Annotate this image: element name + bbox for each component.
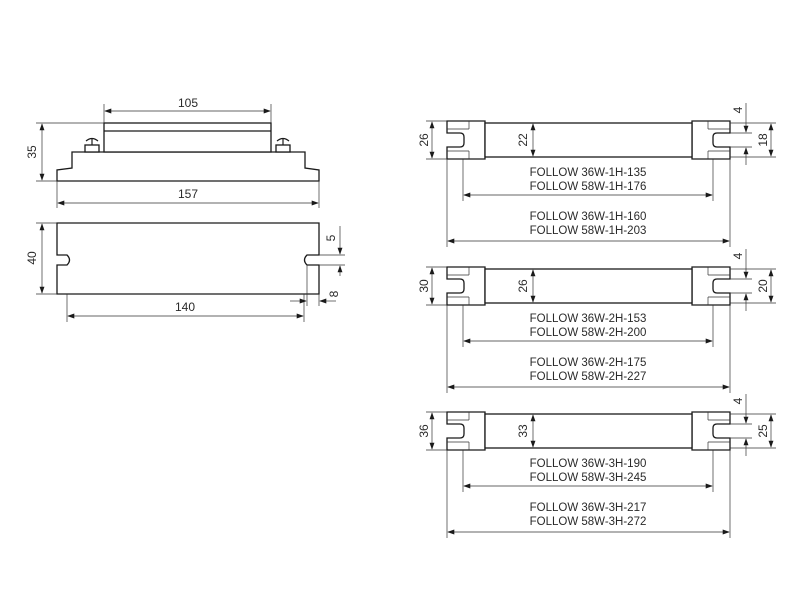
outer-length-58w: FOLLOW 58W-3H-272 bbox=[530, 516, 647, 528]
left-end-cap bbox=[446, 120, 486, 160]
profile-body bbox=[484, 268, 693, 304]
terminal-height: 18 bbox=[756, 133, 770, 147]
top-view: 40 5 140 8 bbox=[25, 222, 345, 322]
top-view-height: 40 bbox=[25, 251, 39, 265]
left-end-cap bbox=[446, 266, 486, 306]
side-view-base bbox=[56, 151, 320, 182]
profile-body bbox=[484, 122, 693, 158]
outer-length-58w: FOLLOW 58W-1H-203 bbox=[530, 225, 647, 237]
inner-length-58w: FOLLOW 58W-2H-200 bbox=[530, 327, 647, 339]
top-view-slot-gap: 5 bbox=[324, 234, 338, 241]
terminal-gap: 4 bbox=[731, 252, 745, 259]
inner-height: 26 bbox=[516, 279, 530, 293]
outer-height: 26 bbox=[417, 133, 431, 147]
outer-length-36w: FOLLOW 36W-1H-160 bbox=[530, 211, 647, 223]
outer-length-36w: FOLLOW 36W-2H-175 bbox=[530, 357, 647, 369]
inner-length-58w: FOLLOW 58W-3H-245 bbox=[530, 472, 647, 484]
right-end-cap bbox=[691, 120, 731, 160]
outer-length-58w: FOLLOW 58W-2H-227 bbox=[530, 371, 647, 383]
left-end-cap bbox=[446, 411, 486, 451]
right-end-cap bbox=[691, 266, 731, 306]
inner-height: 22 bbox=[516, 133, 530, 147]
profile-body bbox=[484, 413, 693, 449]
side-view-base-width: 157 bbox=[178, 187, 198, 201]
inner-length-36w: FOLLOW 36W-1H-135 bbox=[530, 167, 647, 179]
top-view-outline bbox=[56, 222, 320, 295]
side-view-housing bbox=[103, 122, 272, 153]
outer-height: 36 bbox=[417, 424, 431, 438]
terminal-gap: 4 bbox=[731, 106, 745, 113]
left-terminal-icon bbox=[84, 137, 100, 153]
inner-height: 33 bbox=[516, 424, 530, 438]
top-view-slot-width: 8 bbox=[327, 290, 341, 297]
right-end-cap bbox=[691, 411, 731, 451]
inner-length-36w: FOLLOW 36W-2H-153 bbox=[530, 313, 647, 325]
outer-length-36w: FOLLOW 36W-3H-217 bbox=[530, 502, 647, 514]
terminal-height: 25 bbox=[756, 424, 770, 438]
side-view-top-width: 105 bbox=[178, 96, 198, 110]
side-view-height: 35 bbox=[25, 145, 39, 159]
right-terminal-icon bbox=[275, 137, 291, 153]
terminal-height: 20 bbox=[756, 279, 770, 293]
terminal-gap: 4 bbox=[731, 397, 745, 404]
top-view-hole-spacing: 140 bbox=[175, 300, 195, 314]
side-view: 105 35 157 bbox=[25, 96, 320, 208]
inner-length-58w: FOLLOW 58W-1H-176 bbox=[530, 181, 647, 193]
outer-height: 30 bbox=[417, 279, 431, 293]
inner-length-36w: FOLLOW 36W-3H-190 bbox=[530, 458, 647, 470]
